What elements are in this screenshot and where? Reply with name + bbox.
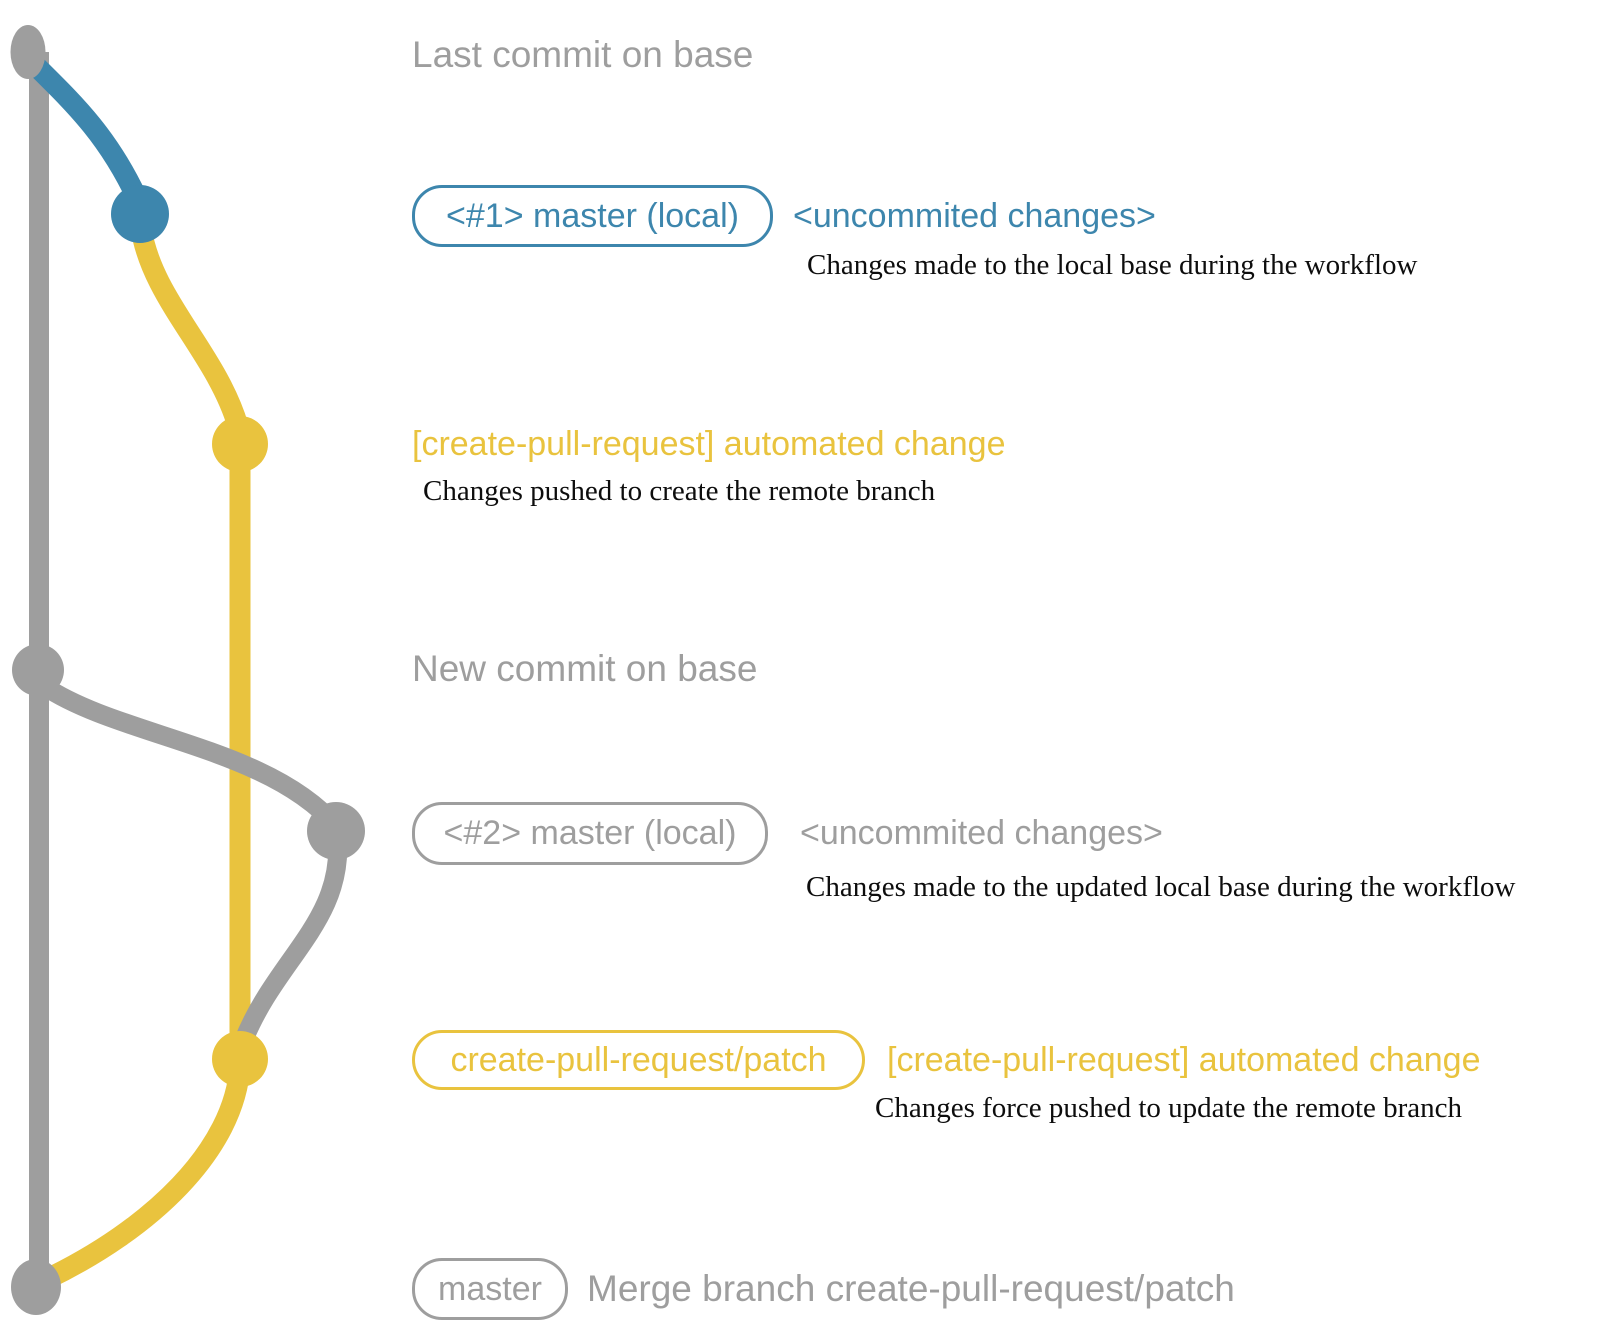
status-uncommited-changes-1: <uncommited changes> bbox=[793, 196, 1156, 235]
patch-branch-curve-top bbox=[130, 217, 249, 437]
updated-local-branch-curve bbox=[34, 676, 346, 836]
rebased-change-curve bbox=[233, 824, 348, 1052]
local-change-branch-curve bbox=[19, 49, 148, 209]
note-local-changes-1: Changes made to the local base during th… bbox=[807, 248, 1418, 281]
commit-message-automated-change-2: [create-pull-request] automated change bbox=[887, 1040, 1481, 1079]
commit-dot-local-1 bbox=[111, 185, 169, 243]
commit-dot-local-2 bbox=[307, 802, 365, 860]
commit-dot-merge bbox=[11, 1259, 61, 1315]
merge-branch-curve bbox=[34, 1054, 251, 1291]
branch-badge-master: master bbox=[412, 1258, 568, 1320]
branch-badge-master-local-1: <#1> master (local) bbox=[412, 185, 773, 247]
label-last-commit-on-base: Last commit on base bbox=[412, 34, 754, 75]
branch-badge-create-pull-request-patch: create-pull-request/patch bbox=[412, 1030, 865, 1090]
commit-dot-patch-1 bbox=[212, 416, 268, 472]
commit-dot-new-base bbox=[12, 644, 64, 696]
note-force-push-update-remote: Changes force pushed to update the remot… bbox=[875, 1091, 1463, 1124]
commit-dot-last-base bbox=[10, 25, 46, 79]
commit-message-merge-branch: Merge branch create-pull-request/patch bbox=[587, 1268, 1235, 1309]
commit-message-automated-change-1: [create-pull-request] automated change bbox=[412, 424, 1006, 463]
label-new-commit-on-base: New commit on base bbox=[412, 648, 758, 689]
branch-badge-master-local-2: <#2> master (local) bbox=[412, 802, 768, 865]
status-uncommited-changes-2: <uncommited changes> bbox=[800, 813, 1163, 852]
note-push-create-remote: Changes pushed to create the remote bran… bbox=[423, 474, 936, 507]
commit-dot-patch-2 bbox=[212, 1031, 268, 1087]
note-local-changes-2: Changes made to the updated local base d… bbox=[806, 870, 1516, 903]
